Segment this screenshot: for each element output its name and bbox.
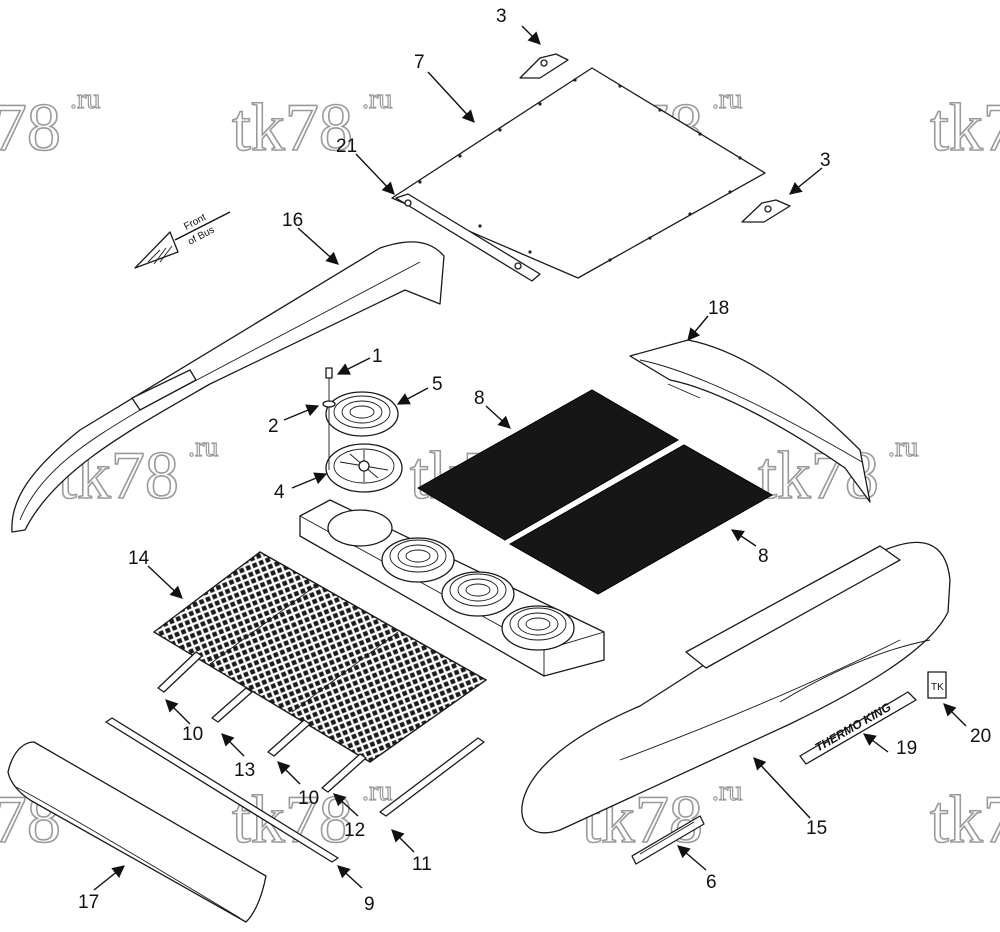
part-front-cap [7,741,267,923]
callout-18: 18 [708,298,729,319]
part-top-cover-panel [391,67,766,279]
part-bracket-upper [519,53,569,79]
watermarks: tk78 .ru tk78 .ru tk78 .ru tk78 tk78 .ru… [0,83,1000,858]
callout-leaders [93,25,967,891]
watermark-suffix: .ru [188,432,218,463]
watermark-suffix: .ru [712,776,742,807]
callout-numbers: 3 7 3 21 16 18 1 2 5 8 4 8 14 10 13 10 1… [78,6,991,915]
part-screw [325,367,333,470]
callout-17: 17 [78,892,99,913]
part-left-side-cover [11,241,445,533]
watermark-main: tk78 [0,89,61,165]
part-tk-logo-decal: TK [927,671,947,699]
orientation-indicator: Front of Bus [134,211,231,269]
watermark: tk78 .ru [231,775,393,857]
callout-9: 9 [364,894,375,915]
part-filter-panel-upper [417,389,679,541]
callout-10: 10 [298,788,319,809]
part-grille-strip [157,651,203,693]
part-grille-strip [321,753,367,793]
callout-1: 1 [372,346,383,367]
watermark-main: tk78 [930,89,1000,165]
watermark-suffix: .ru [70,84,100,115]
callout-12: 12 [344,820,365,841]
part-fan-motor [325,443,403,493]
callout-4: 4 [274,482,285,503]
part-mesh-grille [152,551,488,763]
part-washer [322,400,336,408]
callout-14: 14 [128,548,150,569]
callout-3: 3 [820,150,831,171]
part-bottom-strip [105,717,339,863]
part-mounting-strip [395,193,541,282]
callout-2: 2 [268,416,279,437]
callout-13: 13 [234,760,255,781]
watermark-suffix: .ru [888,432,918,463]
callout-16: 16 [282,210,303,231]
part-right-side-cover [629,339,871,503]
part-fan-on-tray [501,605,575,651]
callout-21: 21 [336,136,357,157]
callout-8: 8 [758,546,769,567]
callout-11: 11 [412,854,432,875]
watermark: tk78 [929,780,1000,858]
watermark: tk78 [929,88,1000,166]
callout-15: 15 [806,818,827,839]
watermark-suffix: .ru [712,84,742,115]
callout-19: 19 [896,738,917,759]
part-bracket-lower [741,199,791,223]
watermark: tk78 .ru [231,83,393,165]
part-fan-guard [325,391,399,437]
callout-20: 20 [970,726,991,747]
part-right-main-shroud [521,541,951,834]
part-model-decal [631,815,705,865]
part-grille-strip [211,687,253,723]
callout-5: 5 [432,374,443,395]
part-filter-panel-lower [508,444,774,595]
watermark: tk78 .ru [0,83,101,165]
decal-tk-logo-text: TK [931,682,944,693]
part-fan-on-tray [441,571,515,617]
watermark-suffix: .ru [362,84,392,115]
watermark-suffix: .ru [362,776,392,807]
callout-8: 8 [474,388,485,409]
callout-6: 6 [706,872,717,893]
callout-7: 7 [414,52,425,73]
watermark-main: tk78 [232,89,353,165]
watermark-main: tk78 [930,781,1000,857]
part-fan-on-tray [381,537,455,583]
watermark-main: tk78 [232,781,353,857]
callout-3: 3 [496,6,507,27]
part-grille-strip [267,719,311,757]
callout-10: 10 [182,724,203,745]
part-grille-strip [379,737,485,817]
